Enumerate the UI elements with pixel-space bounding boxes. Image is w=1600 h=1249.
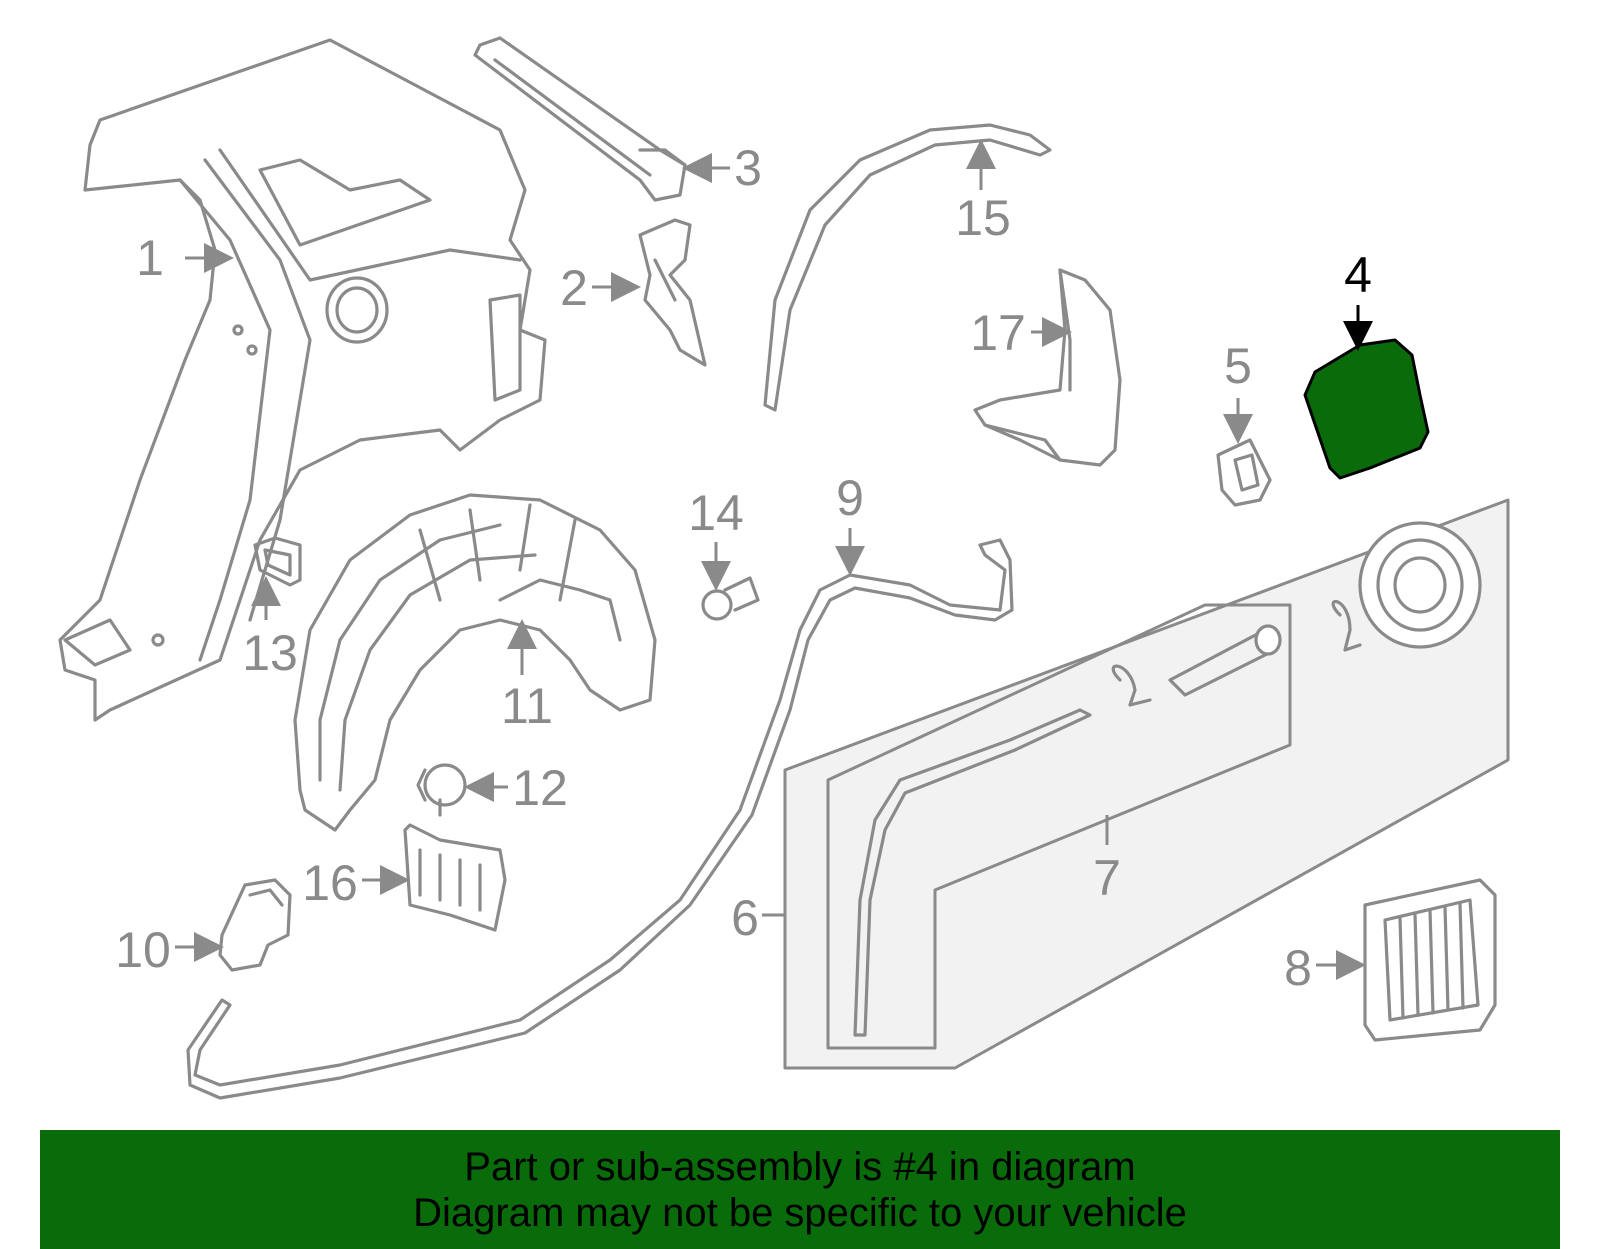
part-10-bracket[interactable] [218,878,292,972]
part-14-push-clip[interactable] [701,576,760,621]
callout-16: 16 [302,855,358,911]
callout-6: 6 [731,890,759,946]
callout-15: 15 [955,190,1011,246]
callout-14: 14 [688,485,744,541]
part-11-fender-liner[interactable] [293,493,657,832]
leader-arrows [175,139,1373,980]
callout-3: 3 [734,140,762,196]
part-17-mudflap[interactable] [973,268,1122,467]
part-8-vent-grille[interactable] [1363,878,1497,1042]
callout-7: 7 [1093,850,1121,906]
callout-11: 11 [501,678,553,734]
callout-9: 9 [836,470,864,526]
callout-12: 12 [512,760,568,816]
part-5-clip[interactable] [1216,438,1272,507]
part-2-bracket[interactable] [638,218,707,367]
part-6-housing-assembly[interactable] [783,498,1510,1070]
callout-4: 4 [1344,247,1372,303]
callout-2: 2 [560,260,588,316]
part-12-grommet[interactable] [416,763,467,817]
part-4-fuel-lid-highlighted[interactable] [1303,338,1430,480]
callout-8: 8 [1284,940,1312,996]
banner-line-1: Part or sub-assembly is #4 in diagram [464,1145,1136,1189]
part-1-quarter-panel[interactable] [58,38,547,722]
info-banner: Part or sub-assembly is #4 in diagram Di… [40,1130,1560,1249]
callout-17: 17 [970,305,1026,361]
callout-10: 10 [115,922,171,978]
callout-13: 13 [242,625,298,681]
part-15-molding[interactable] [763,123,1052,412]
callout-5: 5 [1224,338,1252,394]
part-9-cable[interactable] [186,538,1014,1100]
part-3-rail[interactable] [473,36,687,202]
part-13-clip[interactable] [253,536,302,587]
callout-1: 1 [136,230,164,286]
banner-line-2: Diagram may not be specific to your vehi… [413,1191,1187,1235]
callout-labels: 1 2 3 4 5 6 7 8 9 10 11 12 13 14 15 16 1… [115,140,1372,996]
part-16-insulator[interactable] [403,823,507,932]
